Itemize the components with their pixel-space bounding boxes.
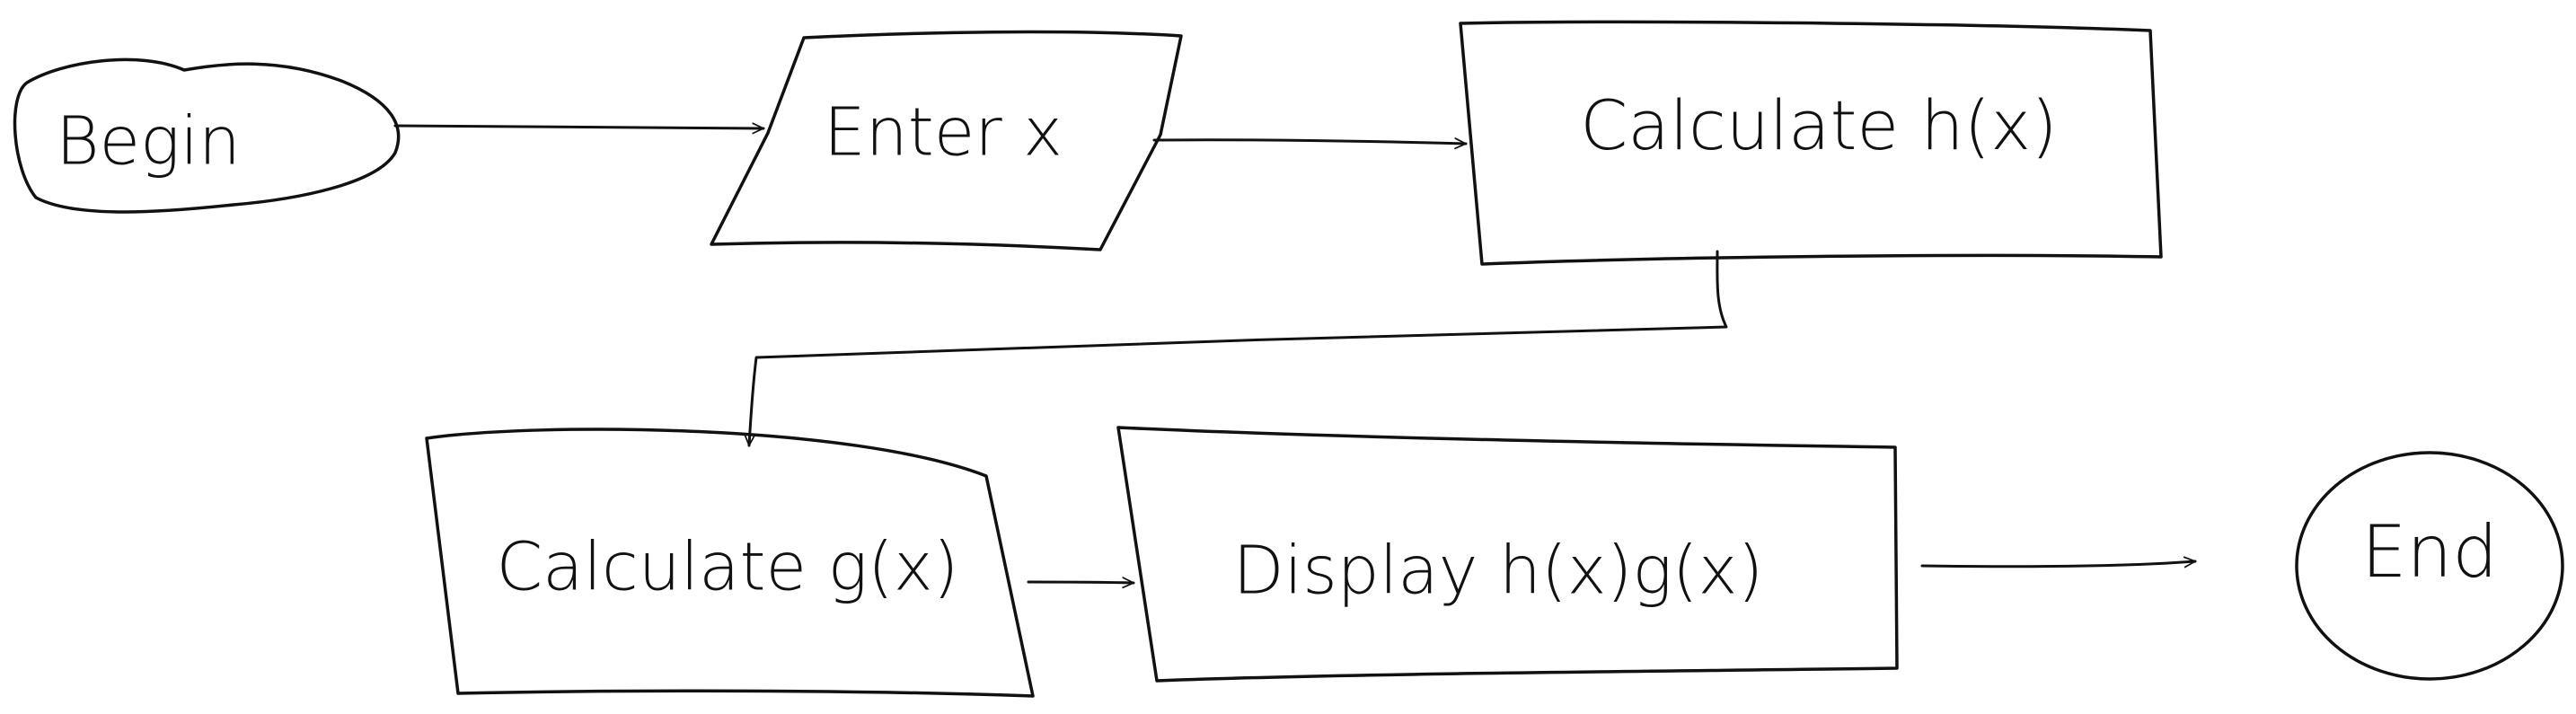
arrow-calculate-g-to-display xyxy=(1027,582,1135,583)
begin-terminator-shape xyxy=(13,57,401,214)
calculate-h-rect-shape xyxy=(1459,20,2163,266)
end-terminator-shape xyxy=(2295,451,2564,681)
begin-node: Begin xyxy=(13,57,401,214)
display-rect-shape xyxy=(1116,426,1899,683)
arrow-begin-to-enter-x xyxy=(393,126,765,128)
calculate-g-label: Calculate g(x) xyxy=(496,529,958,606)
display-node: Display h(x)g(x) xyxy=(1116,426,1899,683)
display-label: Display h(x)g(x) xyxy=(1233,533,1764,610)
arrow-calculate-h-to-calculate-g xyxy=(749,250,1728,447)
calculate-h-label: Calculate h(x) xyxy=(1580,85,2058,165)
arrow-enter-x-to-calculate-h xyxy=(1152,140,1468,144)
enter-x-parallelogram-shape xyxy=(710,30,1183,251)
end-label: End xyxy=(2361,510,2498,594)
arrow-display-to-end xyxy=(1920,561,2197,567)
begin-label: Begin xyxy=(56,103,241,181)
end-node: End xyxy=(2295,451,2564,681)
calculate-h-node: Calculate h(x) xyxy=(1459,20,2163,266)
enter-x-node: Enter x xyxy=(710,30,1183,251)
calculate-g-node: Calculate g(x) xyxy=(425,428,1035,698)
calculate-g-rect-shape xyxy=(425,428,1035,698)
enter-x-label: Enter x xyxy=(824,94,1063,172)
